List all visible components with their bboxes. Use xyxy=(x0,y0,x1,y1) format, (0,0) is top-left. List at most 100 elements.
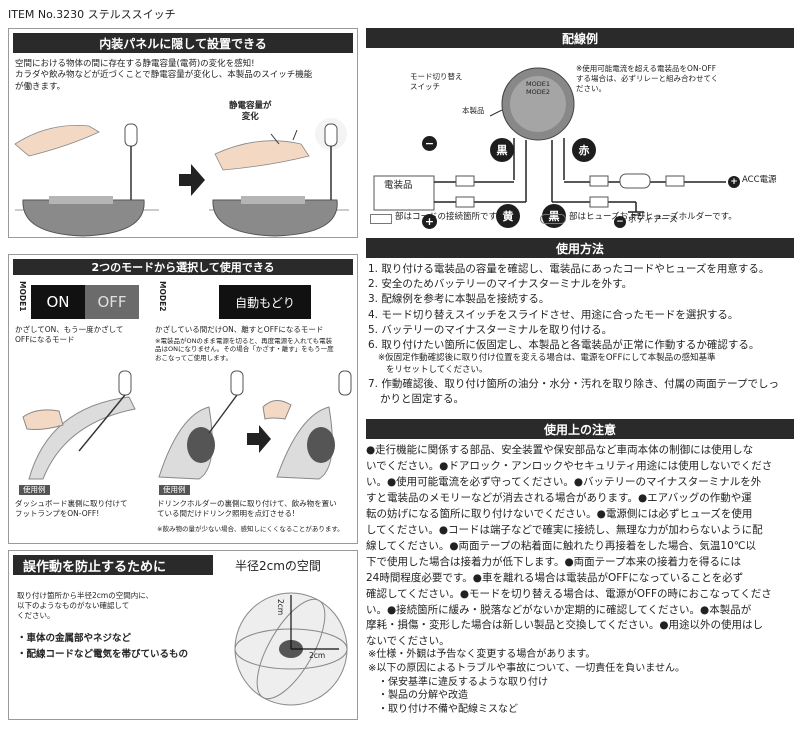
caution-note: ※以下の原因によるトラブルや事故について、一切責任を負いません。 xyxy=(368,662,685,674)
caution-line: 線してください。●両面テープの粘着面に触れたり再接着をした場合、気温10℃以 xyxy=(366,539,757,552)
caution-line: 24時間程度必要です。●車を離れる場合は電装品がOFFになっていることを必ず xyxy=(366,571,744,584)
caution-line: 下で使用した場合は接着力が低下します。●両面テープ本来の接着力を得るには xyxy=(366,555,741,568)
install-title: 内装パネルに隠して設置できる xyxy=(13,33,353,53)
usage-title: 使用方法 xyxy=(366,238,794,258)
mode2-note-line: ※電装品がONのまま電源を切ると、再度電源を入れても電装 xyxy=(155,337,333,345)
cautions-body: ●走行機能に関係する部品、安全装置や保安部品など車両本体の制御には使用しな いで… xyxy=(366,443,796,650)
callout-line: 変化 xyxy=(241,112,259,123)
prevent-desc-line: 取り付け箇所から半径2cmの空間内に、 xyxy=(17,591,153,600)
prevent-desc: 取り付け箇所から半径2cmの空間内に、 以下のようなものがない確認して ください… xyxy=(17,591,153,620)
cupholder-illustration xyxy=(22,199,145,237)
auto-return-label: 自動もどり xyxy=(219,285,311,319)
mode1-toggle[interactable]: ON OFF xyxy=(31,285,139,319)
device-label: 電装品 xyxy=(384,180,413,191)
caution-line: いでください。●ドアロック・アンロックやセキュリティ用途には使用しないでくださ xyxy=(366,459,773,472)
legend-fuse: 部はヒューズおよびヒューズホルダーです。 xyxy=(569,212,737,222)
minus-badge-earth: − xyxy=(614,216,626,228)
usage2-desc: ドリンクホルダーの裏側に取り付けて、飲み物を置い ている間だけドリンク照明を点灯… xyxy=(157,499,337,519)
mode1-desc-line: かざしてON、もう一度かざして xyxy=(15,325,124,334)
caution-line: してください。●コードは端子などで確実に接続し、無理な力が加わらないように配 xyxy=(366,523,763,536)
install-desc-line: が働きます。 xyxy=(15,81,66,92)
install-panel: 内装パネルに隠して設置できる 空間における物体の間に存在する静電容量(電荷)の変… xyxy=(8,28,358,238)
wiring-note-line: ださい。 xyxy=(576,83,606,93)
caution-note: ・取り付け不備や配線ミスなど xyxy=(378,704,518,716)
caution-line: 摩耗・損傷・変形した場合は新しい製品と交換してください。●用途以外の使用はし xyxy=(366,619,764,632)
yellow-wire-badge: 黄 xyxy=(496,204,520,228)
prevent-items: ・車体の金属部やネジなど ・配線コードなど電気を帯びているもの xyxy=(17,631,188,663)
caution-line: 確認してください。●モードを切り替える場合は、電源がOFFの時におこなってくださ xyxy=(366,587,772,600)
usage2-line: ドリンクホルダーの裏側に取り付けて、飲み物を置い xyxy=(157,499,337,508)
usage-step: 5. バッテリーのマイナスターミナルを取り付ける。 xyxy=(368,323,613,336)
usage-step: 1. 取り付ける電装品の容量を確認し、電装品にあったコードやヒューズを用意する。 xyxy=(368,263,770,275)
mode-switch-line: スイッチ xyxy=(410,81,440,91)
install-desc-line: カラダや飲み物などが近づくことで静電容量が変化し、本製品のスイッチ機能 xyxy=(15,70,313,81)
minus-badge: − xyxy=(422,136,437,151)
usage-tag-2: 使用例 xyxy=(159,485,190,495)
callout-line: 静電容量が xyxy=(229,101,272,111)
wiring-title: 配線例 xyxy=(366,28,794,48)
radius-label: 半径2cmの空間 xyxy=(235,559,321,573)
mode2-note-line: 品はONになりません。その場合「かざす・離す」をもう一度 xyxy=(155,345,334,354)
black-wire-badge: 黒 xyxy=(490,138,514,162)
mode-switch-line: モード切り替え xyxy=(410,72,463,81)
usage-step: かりと固定する。 xyxy=(380,393,464,406)
plus-badge: + xyxy=(422,214,437,229)
usage-step: 6. 取り付けたい箇所に仮固定し、本製品と各電装品が正常に作動するか確認する。 xyxy=(368,339,760,352)
connector-icon xyxy=(589,196,609,208)
mode2-note-line: おこなってご使用します。 xyxy=(155,353,233,362)
modes-illustration xyxy=(22,370,352,480)
wiring-panel: 配線例 ※使用可能電流を超える電装品をON-OFF する場合は、必ずリレーと組み… xyxy=(366,28,794,236)
usage-tag-1: 使用例 xyxy=(19,485,50,495)
plus-badge-acc: + xyxy=(728,176,740,188)
install-desc-line: 空間における物体の間に存在する静電容量(電荷)の変化を感知! xyxy=(15,59,255,69)
usage-note: をリセットしてください。 xyxy=(386,365,488,376)
caution-note: ・保安基準に違反するような取り付け xyxy=(378,676,548,688)
fuse-legend-icon xyxy=(540,214,566,224)
prevent-title: 誤作動を防止するために xyxy=(13,555,213,575)
wiring-note-line: する場合は、必ずリレーと組み合わせてく xyxy=(576,73,719,83)
connector-icon xyxy=(455,196,475,208)
prevent-desc-line: ください。 xyxy=(17,610,55,620)
mode1-desc-line: OFFになるモード xyxy=(15,334,75,344)
prevent-item: ・配線コードなど電気を帯びているもの xyxy=(17,649,189,661)
mode1-label: MODE1 xyxy=(526,80,550,88)
dim-vertical: 2cm xyxy=(275,599,285,616)
usage2-note: ※飲み物の量が少ない場合、感知しにくくなることがあります。 xyxy=(157,525,344,533)
install-desc: 空間における物体の間に存在する静電容量(電荷)の変化を感知! カラダや飲み物など… xyxy=(9,57,357,95)
product-label: 本製品 xyxy=(462,106,485,115)
hand-illustration xyxy=(14,125,100,157)
usage1-desc: ダッシュボード裏側に取り付けて フットランプをON-OFF! xyxy=(15,499,128,519)
sphere-illustration xyxy=(234,592,348,706)
wiring-diagram xyxy=(373,67,726,216)
wiring-note-line: ※使用可能電流を超える電装品をON-OFF xyxy=(576,64,717,73)
mode1-tag: MODE1 xyxy=(17,281,27,312)
modes-title: 2つのモードから選択して使用できる xyxy=(13,259,353,275)
usage-step: 4. モード切り替えスイッチをスライドさせ、用途に合ったモードを選択する。 xyxy=(368,308,739,321)
caution-line: い。●使用可能電流を必ず守ってください。●バッテリーのマイナスターミナルを外 xyxy=(366,475,762,488)
item-header: ITEM No.3230 ステルススイッチ xyxy=(8,8,176,21)
cautions-title: 使用上の注意 xyxy=(366,419,794,439)
usage-step: 2. 安全のためバッテリーのマイナスターミナルを外す。 xyxy=(368,278,633,291)
wiring-note: ※使用可能電流を超える電装品をON-OFF する場合は、必ずリレーと組み合わせて… xyxy=(576,64,718,93)
modes-panel: 2つのモードから選択して使用できる MODE1 ON OFF MODE2 自動も… xyxy=(8,254,358,544)
usage-step: 7. 作動確認後、取り付け箇所の油分・水分・汚れを取り除き、付属の両面テープでし… xyxy=(368,378,779,391)
mode-switch-label: モード切り替え スイッチ xyxy=(410,72,463,92)
body-earth-label: ボディアース xyxy=(628,215,678,225)
mode-labels: MODE1 MODE2 xyxy=(520,80,556,97)
connector-icon xyxy=(665,175,685,187)
on-label: ON xyxy=(31,285,85,319)
caution-line: い。●接続箇所に緩み・脱落などがないか定期的に確認してください。●本製品が xyxy=(366,603,752,616)
arrow-icon xyxy=(179,164,205,196)
legend-connector: 部はコードの接続箇所です。 xyxy=(395,212,505,222)
caution-line: ないでください。 xyxy=(366,635,450,648)
mode2-tag: MODE2 xyxy=(157,281,167,312)
mode2-desc: かざしている間だけON、離すとOFFになるモード xyxy=(155,325,324,334)
usage1-line: ダッシュボード裏側に取り付けて xyxy=(15,499,128,508)
caution-line: ●走行機能に関係する部品、安全装置や保安部品など車両本体の制御には使用しな xyxy=(366,444,754,456)
off-label: OFF xyxy=(85,285,139,319)
sensor-illustration xyxy=(124,123,138,147)
connector-legend-icon xyxy=(370,214,392,224)
mode1-desc: かざしてON、もう一度かざして OFFになるモード xyxy=(15,325,123,345)
usage-step: 3. 配線例を参考に本製品を接続する。 xyxy=(368,293,550,306)
red-wire-badge: 赤 xyxy=(572,138,596,162)
